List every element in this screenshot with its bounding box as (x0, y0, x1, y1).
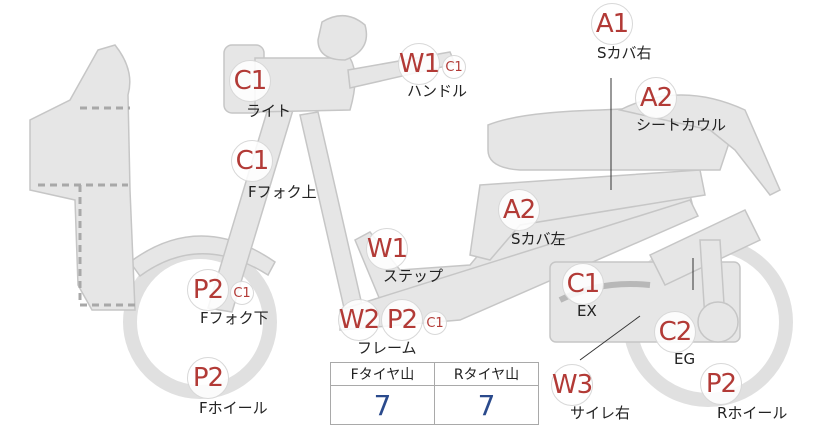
code-handle: W1 (398, 43, 440, 85)
code-eg: C2 (654, 311, 696, 353)
code-frame: W2 (338, 299, 380, 341)
code-ffork-bottom: P2 (187, 269, 229, 311)
code-light: C1 (229, 60, 271, 102)
subcode-frame: C1 (423, 311, 447, 335)
front-tire-value: 7 (330, 385, 435, 425)
label-scover-right: Sカバ右 (597, 44, 652, 62)
label-scover-left: Sカバ左 (511, 230, 566, 248)
code-scover-right: A1 (591, 3, 633, 45)
label-ex: EX (577, 302, 597, 320)
leg-shield-shape (29, 44, 136, 311)
label-step: ステップ (383, 267, 444, 285)
front-tire-header: Fタイヤ山 (330, 362, 435, 386)
code-muffler-right: W3 (551, 364, 593, 406)
code-seat-cowl: A2 (635, 77, 677, 119)
tire-tread-table: Fタイヤ山 Rタイヤ山 7 7 (330, 362, 539, 425)
label-handle: ハンドル (407, 82, 468, 100)
subcode-ffork-bottom: C1 (230, 281, 254, 305)
rear-tire-header: Rタイヤ山 (434, 362, 539, 386)
mirror-shape (317, 15, 368, 61)
label-muffler-right: サイレ右 (570, 404, 631, 422)
subcode-handle: C1 (442, 55, 466, 79)
label-frame: フレーム (357, 339, 417, 357)
frame-tube-shape (299, 111, 363, 309)
code-fwheel: P2 (187, 357, 229, 399)
code-ffork-top: C1 (231, 140, 273, 182)
code-ex: C1 (562, 263, 604, 305)
label-light: ライト (246, 102, 292, 120)
label-fwheel: Fホイール (199, 399, 268, 417)
label-ffork-bottom: Fフォク下 (200, 309, 269, 327)
code2-frame: P2 (381, 299, 423, 341)
code-scover-left: A2 (498, 189, 540, 231)
label-ffork-top: Fフォク上 (248, 183, 317, 201)
label-eg: EG (674, 350, 696, 368)
rear-tire-value: 7 (434, 385, 539, 425)
code-rwheel: P2 (700, 363, 742, 405)
code-step: W1 (366, 228, 408, 270)
label-rwheel: Rホイール (717, 404, 788, 422)
label-seat-cowl: シートカウル (636, 116, 727, 134)
